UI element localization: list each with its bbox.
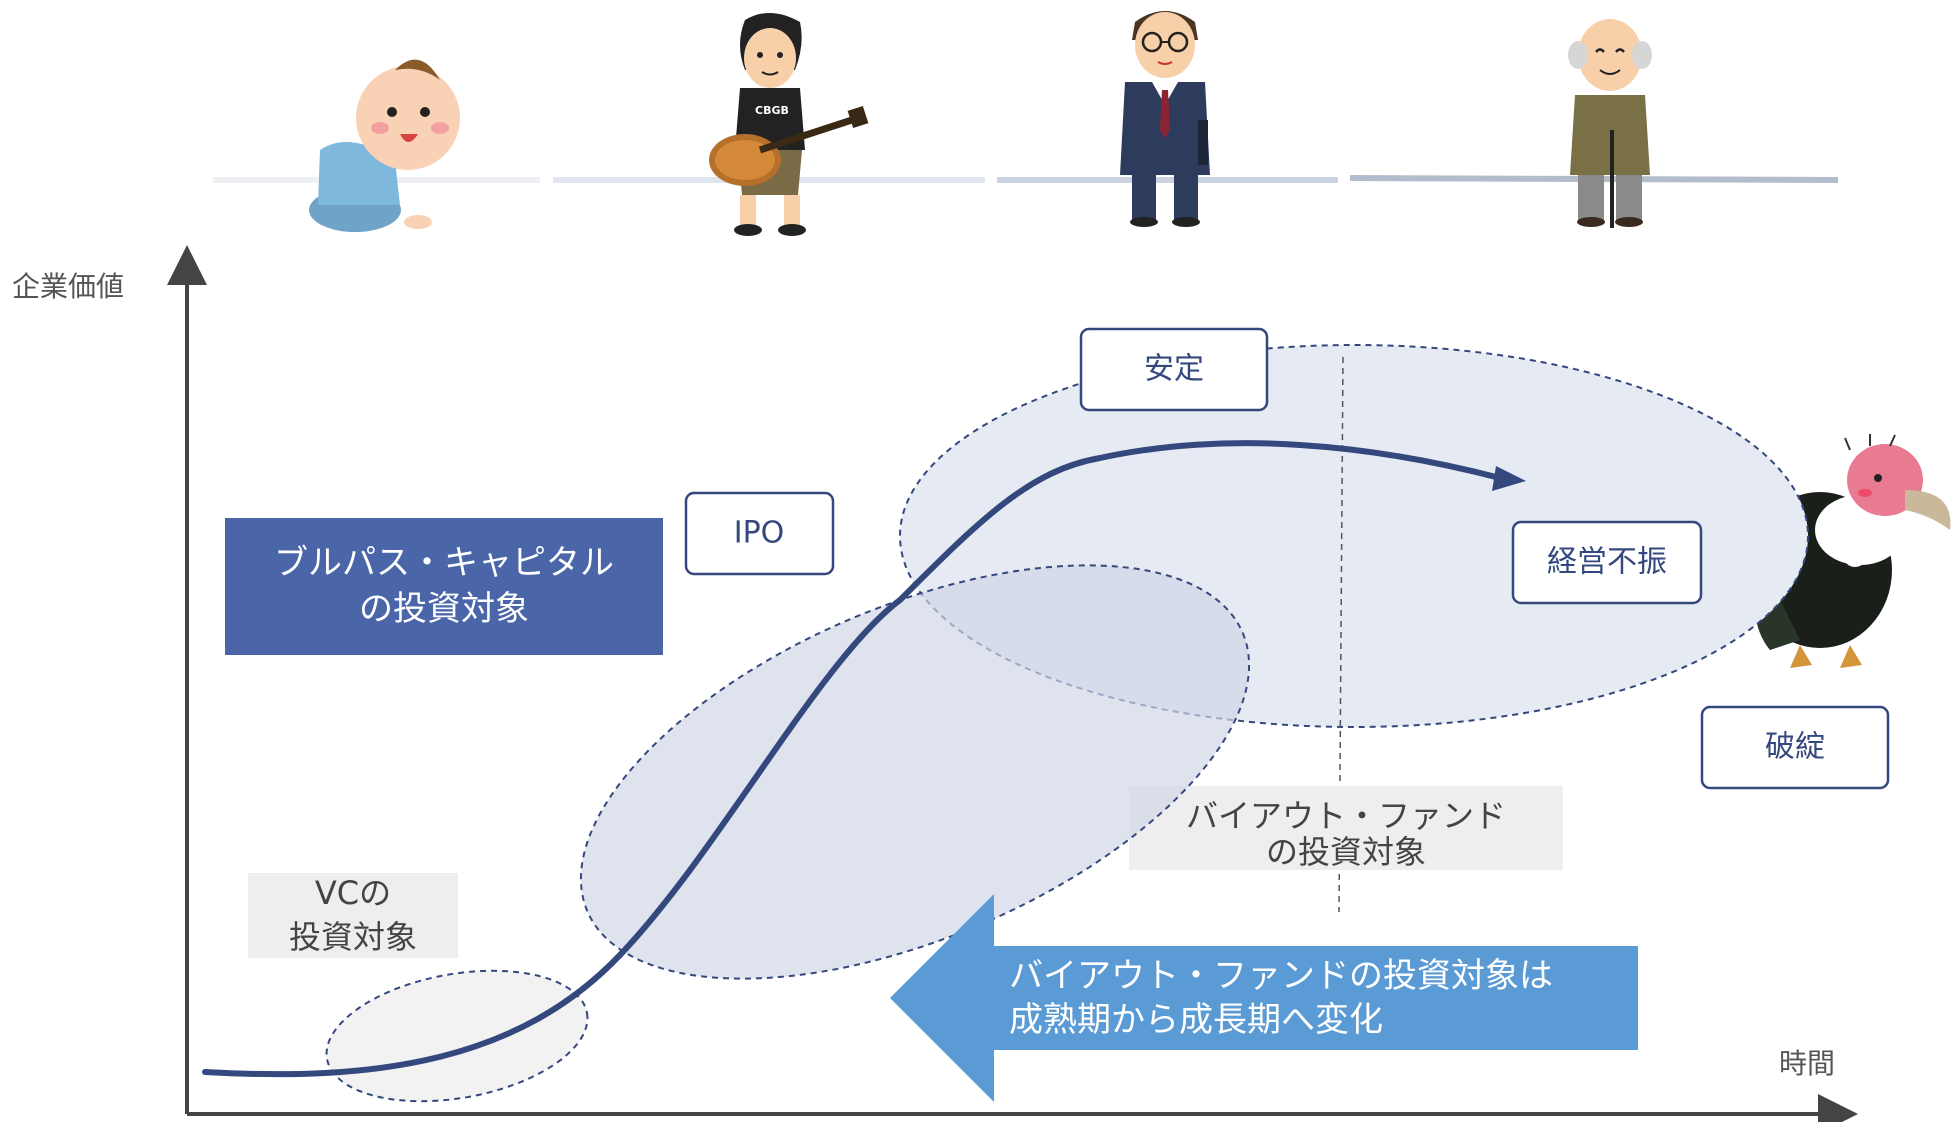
shift-arrow bbox=[890, 894, 1638, 1102]
vc-stage-ellipse bbox=[325, 969, 589, 1103]
ipo-label-box bbox=[684, 491, 835, 576]
businessman-icon bbox=[1120, 11, 1210, 227]
bullpath-target-line2: の投資対象 bbox=[359, 589, 529, 629]
bullpath-target-box bbox=[225, 518, 663, 655]
vc-target-line1: VCの bbox=[315, 874, 391, 912]
young-guitarist-icon: CBGB bbox=[709, 12, 869, 236]
buyout-target-line2: の投資対象 bbox=[1266, 833, 1426, 871]
bullpath-target-line1: ブルパス・キャピタル bbox=[274, 543, 614, 583]
axes bbox=[167, 245, 1858, 1122]
bankruptcy-label: 破綻 bbox=[1765, 730, 1825, 765]
decline-label-box bbox=[1511, 520, 1703, 605]
svg-text:CBGB: CBGB bbox=[755, 104, 789, 117]
enterprise-value-curve bbox=[202, 440, 1503, 1078]
decline-label: 経営不振 bbox=[1547, 545, 1667, 580]
curve-arrowhead bbox=[1492, 466, 1526, 491]
elderly-man-icon bbox=[1568, 19, 1652, 228]
vc-target-line2: 投資対象 bbox=[289, 918, 417, 956]
bankruptcy-label-box bbox=[1700, 705, 1890, 790]
buyout-target-box bbox=[1129, 786, 1563, 870]
vc-target-box bbox=[248, 873, 458, 958]
shift-arrow-line2: 成熟期から成長期へ変化 bbox=[1009, 1000, 1383, 1040]
ipo-label: IPO bbox=[734, 516, 785, 551]
stable-label-box bbox=[1079, 327, 1269, 412]
stable-label: 安定 bbox=[1144, 352, 1204, 387]
buyout-target-line1: バイアウト・ファンド bbox=[1186, 797, 1506, 835]
y-axis-label: 企業価値 bbox=[12, 270, 124, 303]
x-axis-label: 時間 bbox=[1779, 1047, 1835, 1080]
baby-icon bbox=[309, 59, 460, 232]
vulture-icon bbox=[1748, 434, 1951, 668]
shift-arrow-line1: バイアウト・ファンドの投資対象は bbox=[1009, 956, 1553, 996]
